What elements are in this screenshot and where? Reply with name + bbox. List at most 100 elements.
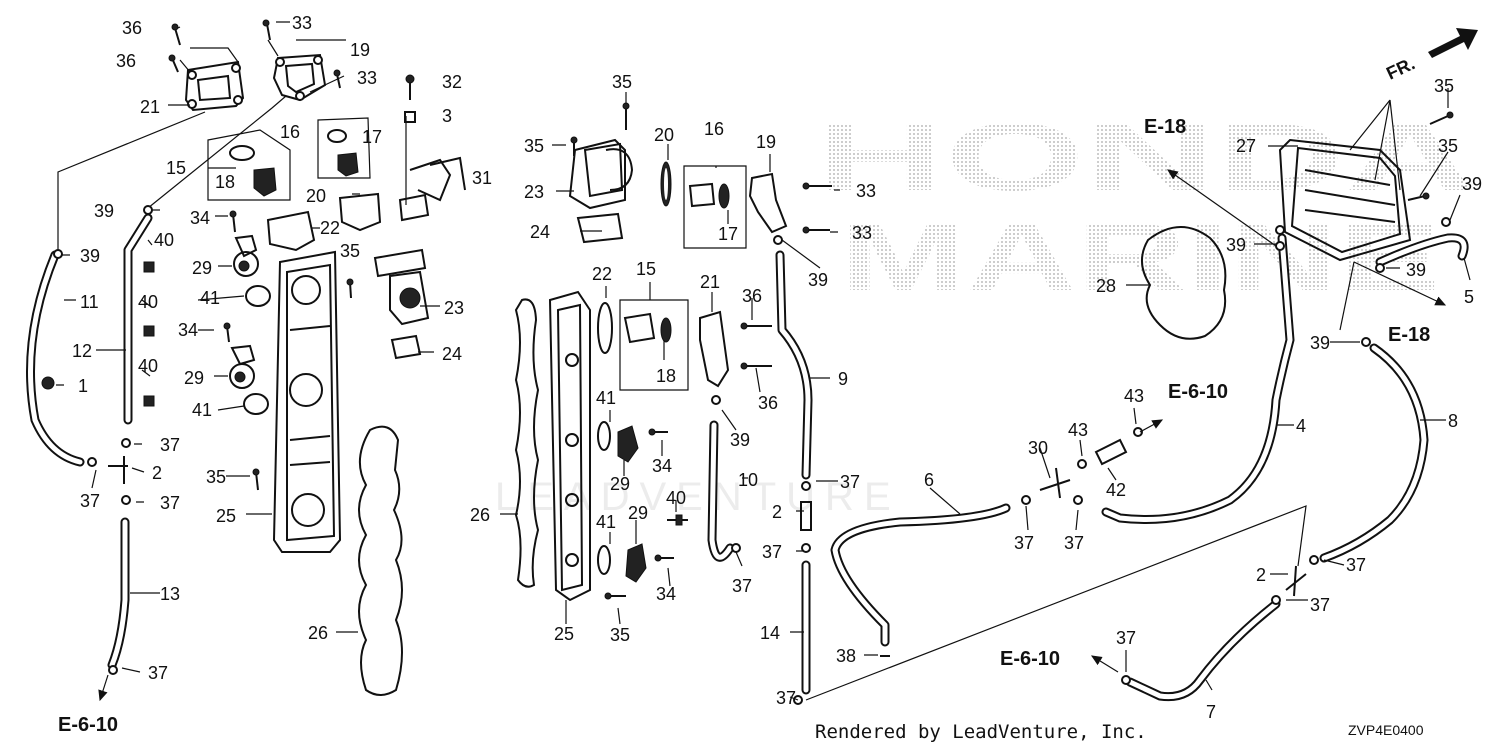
- ref-e18-top: E-18: [1144, 116, 1186, 138]
- callout-31: 31: [472, 168, 492, 188]
- part-2-joint-left: [108, 456, 128, 484]
- ref-e18-right: E-18: [1388, 324, 1430, 346]
- callout-20-b: 20: [654, 125, 674, 145]
- callout-18-b: 18: [656, 366, 676, 386]
- callout-39-g: 39: [1406, 260, 1426, 280]
- callout-11: 11: [80, 292, 99, 312]
- callout-39-b: 39: [80, 246, 100, 266]
- callout-9: 9: [838, 369, 848, 389]
- callout-33-a: 33: [292, 13, 312, 33]
- part-27-cover: [1278, 138, 1412, 262]
- part-20-gasket: [338, 192, 382, 232]
- callout-37-a: 37: [160, 435, 180, 455]
- watermark-brand-line2: MARINE: [840, 204, 1440, 311]
- group-16-outline: [317, 117, 371, 179]
- part-22-gasket-mid: [597, 302, 613, 354]
- callout-37-e: 37: [840, 472, 860, 492]
- ref-e610-left: E-6-10: [58, 714, 118, 736]
- leader-e610-bottom: [1090, 655, 1119, 673]
- callout-39-c: 39: [808, 270, 828, 290]
- callout-38: 38: [836, 646, 856, 666]
- callout-37-g: 37: [732, 576, 752, 596]
- callout-26-a: 26: [308, 623, 328, 643]
- leader-19-to-39: [147, 95, 287, 209]
- callout-33-c: 33: [856, 181, 876, 201]
- callout-40-b: 40: [138, 292, 158, 312]
- callout-40-a: 40: [154, 230, 174, 250]
- bolts-right: [1407, 111, 1454, 201]
- callout-41-a: 41: [200, 288, 220, 308]
- part-31-bracket: [398, 156, 466, 222]
- callout-25-a: 25: [216, 506, 236, 526]
- callout-36-d: 36: [758, 393, 778, 413]
- callout-42: 42: [1106, 480, 1126, 500]
- callout-35-a: 35: [340, 241, 360, 261]
- callout-39-d: 39: [730, 430, 750, 450]
- callout-20-a: 20: [306, 186, 326, 206]
- leader-27-bolts: [1349, 99, 1401, 191]
- callout-16-a: 16: [280, 122, 300, 142]
- part-24-gasket-mid: [576, 212, 624, 244]
- parts-29-41-mid: [597, 421, 688, 583]
- callout-39-e: 39: [1462, 174, 1482, 194]
- part-26-gasket-left: [358, 425, 403, 696]
- front-direction-arrow: FR.: [1383, 28, 1478, 84]
- part-23-housing-mid: [568, 138, 634, 210]
- callout-37-l: 37: [1310, 595, 1330, 615]
- callout-39-f: 39: [1226, 235, 1246, 255]
- part-19-cover: [272, 53, 327, 102]
- part-17-mid: [688, 182, 730, 209]
- bolts-top-left: [168, 19, 416, 123]
- callout-17-a: 17: [362, 127, 382, 147]
- part-18-mid: [623, 312, 672, 344]
- reference-labels: E-18 E-18 E-6-10 E-6-10 E-6-10: [58, 116, 1430, 736]
- callout-41-b: 41: [192, 400, 212, 420]
- callout-27: 27: [1236, 136, 1256, 156]
- ref-e610-bottom: E-6-10: [1000, 648, 1060, 670]
- callout-40-c: 40: [138, 356, 158, 376]
- callout-leaders: [56, 21, 1471, 701]
- callout-17-b: 17: [718, 224, 738, 244]
- callout-41-d: 41: [596, 512, 616, 532]
- part-42-pipe: [1094, 438, 1128, 466]
- callout-36-a: 36: [122, 18, 142, 38]
- part-19-mid: [748, 172, 788, 234]
- callout-3: 3: [442, 106, 452, 126]
- callout-24-b: 24: [530, 222, 550, 242]
- part-25-manifold-mid: [548, 290, 591, 602]
- callout-4: 4: [1296, 416, 1306, 436]
- callout-22-b: 22: [592, 264, 612, 284]
- callout-26-b: 26: [470, 505, 490, 525]
- callout-34-b: 34: [178, 320, 198, 340]
- part-29-lower: [229, 344, 256, 389]
- part-25-manifold-left: [272, 250, 342, 553]
- group-16-mid-outline: [683, 165, 747, 249]
- callout-36-b: 36: [116, 51, 136, 71]
- callout-23-b: 23: [524, 182, 544, 202]
- part-18-sensor: [229, 145, 277, 197]
- leader-e18-right: [1339, 261, 1445, 331]
- part-24-gasket-left: [390, 334, 422, 360]
- callout-39-a: 39: [94, 201, 114, 221]
- callout-40-d: 40: [666, 488, 686, 508]
- callout-35-b: 35: [206, 467, 226, 487]
- callout-37-d: 37: [148, 663, 168, 683]
- callout-19-a: 19: [350, 40, 370, 60]
- callout-7: 7: [1206, 702, 1216, 722]
- callout-25-b: 25: [554, 624, 574, 644]
- callout-36-c: 36: [742, 286, 762, 306]
- diagram-code: ZVP4E0400: [1348, 722, 1424, 738]
- part-17-sensor: [327, 129, 359, 177]
- callout-34-c: 34: [652, 456, 672, 476]
- callout-32: 32: [442, 72, 462, 92]
- footer-credit: Rendered by LeadVenture, Inc.: [815, 721, 1147, 743]
- callout-29-a: 29: [192, 258, 212, 278]
- callout-15-b: 15: [636, 259, 656, 279]
- callout-30: 30: [1028, 438, 1048, 458]
- hose-7: [1125, 599, 1281, 702]
- part-23-housing-left: [373, 248, 430, 326]
- callout-12: 12: [72, 341, 92, 361]
- part-2-joint-right: [1285, 565, 1307, 597]
- part-21-mid: [699, 310, 730, 388]
